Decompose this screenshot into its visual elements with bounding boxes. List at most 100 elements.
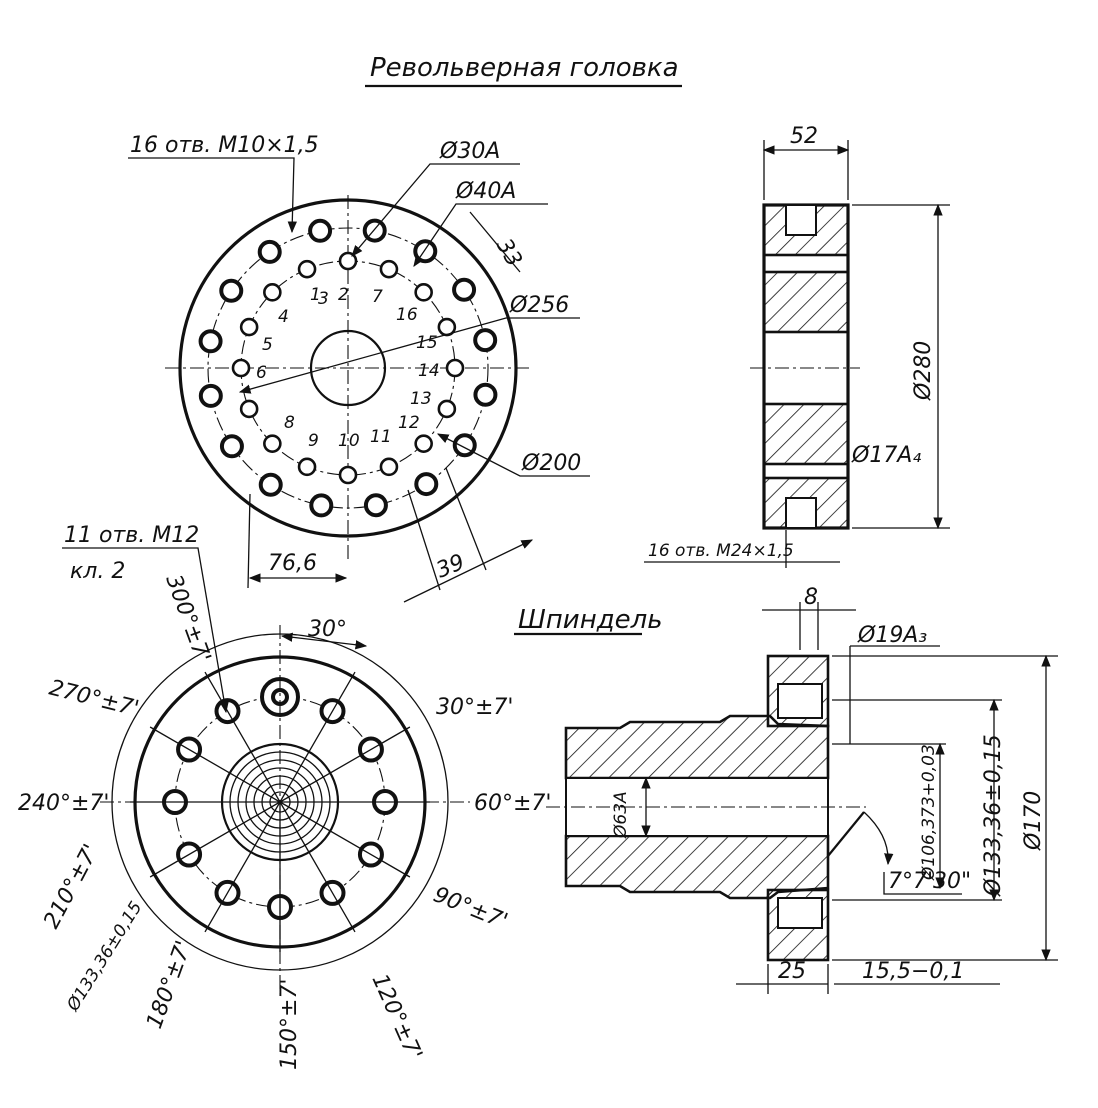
angle-ray: [149, 726, 281, 803]
angle-ray: [279, 671, 356, 803]
taper-leader: [883, 872, 962, 895]
dim39-ext2: [445, 467, 487, 571]
spindle-lower-hole: [777, 897, 823, 929]
label-angle-180: 180°±7': [142, 938, 197, 1033]
turret-outer-hole: [219, 434, 244, 459]
spindle-section: 8 Ø19А₃ Ø63А Ø106,373+0,03 Ø133,36±0,15 …: [546, 585, 1058, 994]
turret-outer-hole: [414, 472, 439, 497]
leader-holes-m12: [62, 547, 229, 714]
label-dia-256: Ø256: [509, 293, 569, 318]
position-number: 1: [310, 285, 321, 305]
label-dim-25: 25: [778, 959, 806, 984]
angle-ray: [204, 671, 281, 803]
label-dia-133: Ø133,36±0,15: [981, 734, 1006, 897]
turret-outer-hole: [258, 472, 283, 497]
leader-bore30: [351, 163, 520, 257]
spindle-title: Шпиндель: [518, 605, 663, 635]
turret-outer-hole: [413, 239, 438, 264]
position-number: 15: [416, 333, 438, 353]
turret-outer-hole: [452, 277, 477, 302]
label-dim-15: 15,5−0,1: [862, 959, 964, 984]
dim76-ext-left: [247, 493, 251, 589]
turret-outer-hole: [308, 218, 333, 243]
label-dim-33: 33: [491, 235, 527, 272]
taper-line: [827, 811, 865, 857]
position-number: 11: [370, 427, 392, 447]
turret-inner-hole: [445, 358, 465, 378]
spindle-upper-hole: [777, 683, 823, 719]
turret-inner-hole: [239, 317, 259, 337]
label-angle-90: 90°±7': [430, 882, 511, 934]
turret-outer-hole: [198, 329, 223, 354]
taper-angle-arc: [863, 811, 894, 866]
label-taper: 7°7'30": [888, 869, 971, 894]
leader-dia256: [238, 317, 580, 394]
position-number: 9: [308, 431, 319, 451]
label-width-52: 52: [790, 124, 818, 149]
label-angle-210: 210°±7': [39, 840, 104, 933]
position-number: 14: [418, 361, 440, 381]
turret-inner-hole: [414, 434, 433, 453]
angle-ray: [279, 726, 411, 803]
label-angle-300: 300°±7': [160, 572, 215, 667]
turret-outer-hole: [363, 493, 388, 518]
leader-dim33: [469, 211, 521, 273]
label-angle-270: 270°±7': [47, 676, 142, 722]
turret-inner-hole: [379, 457, 399, 477]
turret-side-bottom-hole: [785, 497, 817, 529]
turret-inner-hole: [437, 399, 457, 419]
turret-outer-hole: [452, 433, 477, 458]
turret-outer-hole: [309, 493, 334, 518]
label-angle-30: 30°: [308, 617, 347, 642]
leader-bore40: [413, 203, 548, 267]
label-pin-19: Ø19А₃: [857, 623, 927, 648]
turret-inner-hole: [297, 457, 317, 477]
dim30-arc-line: [280, 632, 368, 650]
turret-outer-holes: [198, 218, 498, 518]
drawing-title: Револьверная головка: [370, 53, 679, 83]
label-dia-106: Ø106,373+0,03: [919, 744, 939, 881]
turret-inner-hole: [231, 358, 251, 378]
angle-ray: [204, 801, 281, 933]
label-dim-8: 8: [804, 585, 818, 610]
turret-inner-hole: [263, 283, 282, 302]
label-dim-76: 76,6: [268, 551, 317, 576]
turret-inner-hole: [338, 465, 358, 485]
turret-side-top-hole: [785, 204, 817, 236]
label-dia-170: Ø170: [1021, 791, 1046, 851]
angle-ray: [279, 801, 411, 878]
turret-inner-hole: [239, 399, 259, 419]
label-dim-39: 39: [433, 550, 468, 584]
position-number: 16: [396, 305, 418, 325]
label-dia-200: Ø200: [521, 451, 581, 476]
dim39-ext1: [407, 489, 441, 591]
position-number: 8: [284, 413, 295, 433]
turret-outer-hole: [219, 278, 244, 303]
turret-outer-hole: [473, 382, 498, 407]
label-threads-m10: 16 отв. М10×1,5: [130, 133, 319, 158]
turret-side-lower-band: [762, 402, 850, 466]
leader-threads: [128, 157, 297, 234]
label-holes-m12: 11 отв. М12: [64, 523, 199, 548]
label-pin-17: Ø17А₄: [851, 443, 921, 468]
position-number: 6: [256, 363, 267, 383]
turret-side-upper-band: [762, 270, 850, 334]
label-bore-30a: Ø30А: [439, 139, 500, 164]
label-spindle-pcd: Ø133,36±0,15: [63, 898, 147, 1015]
dim39-line: [403, 539, 534, 603]
label-threads-m24: 16 отв. М24×1,5: [648, 541, 794, 561]
turret-outer-hole: [473, 328, 498, 353]
turret-inner-hole: [297, 259, 317, 279]
position-number: 2: [338, 285, 349, 305]
label-angle-150: 150°±7': [277, 979, 302, 1070]
position-number: 10: [338, 431, 360, 451]
label-angle-240: 240°±7': [18, 791, 109, 816]
turret-inner-hole: [338, 251, 358, 271]
position-number: 5: [262, 335, 273, 355]
position-number: 13: [410, 389, 432, 409]
position-number: 12: [398, 413, 420, 433]
label-angle-30pm: 30°±7': [436, 695, 513, 720]
label-bore-63: Ø63А: [611, 791, 631, 839]
angle-ray: [149, 801, 281, 878]
